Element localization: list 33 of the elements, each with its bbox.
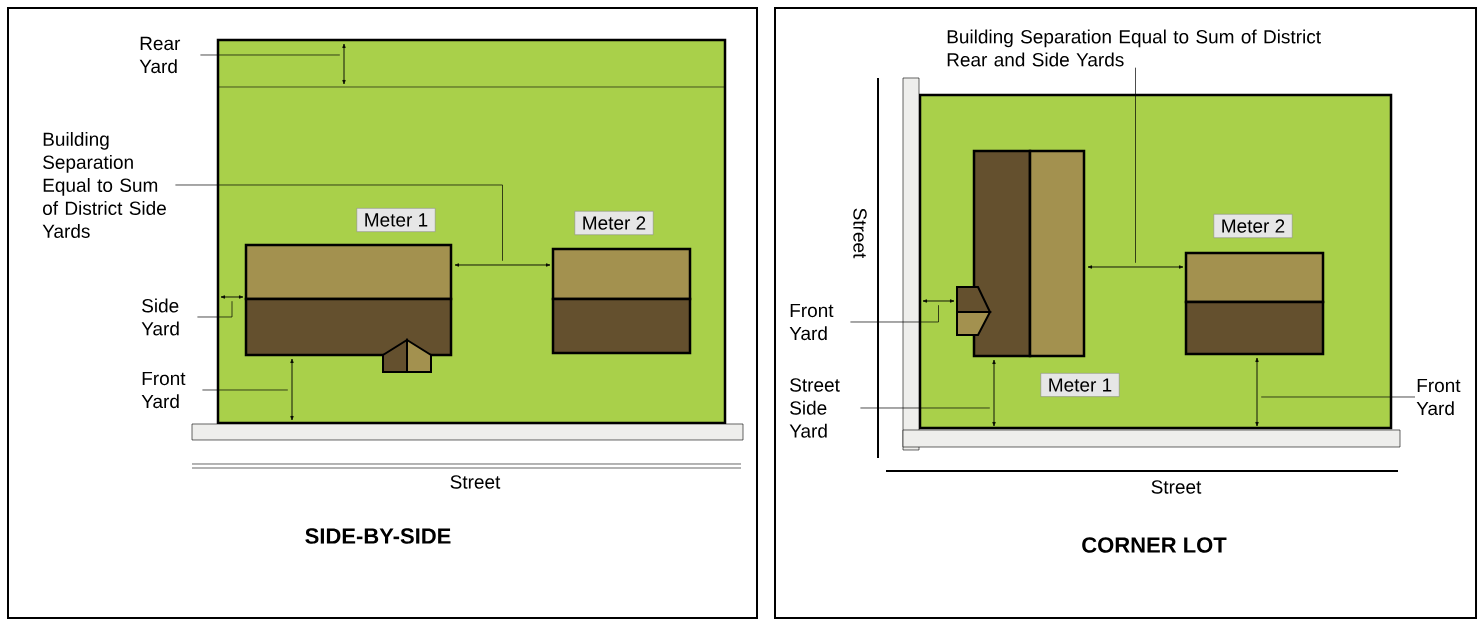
leader-line	[197, 300, 233, 318]
street-name: Street	[1151, 480, 1202, 494]
leader-line	[1260, 396, 1416, 398]
callout-text: Street Side Yard	[789, 378, 840, 438]
callout-text: Building Separation Equal to Sum of District Side Yards	[42, 132, 166, 238]
leader-line	[175, 184, 503, 262]
street-name: Street	[853, 208, 867, 259]
leader-line	[850, 304, 939, 323]
dimension-line	[342, 43, 346, 85]
callout-text: Front Yard	[789, 303, 834, 341]
callout-text: Rear Yard	[139, 36, 181, 74]
meter-label: Meter 1	[356, 208, 436, 232]
dimension-line	[992, 359, 996, 427]
dimension-line	[1255, 357, 1259, 427]
callout-text: Side Yard	[141, 298, 179, 336]
panel-title: SIDE-BY-SIDE	[305, 528, 451, 544]
leader-line	[860, 407, 991, 409]
leader-line	[200, 54, 341, 56]
callout-text: Front Yard	[141, 371, 186, 409]
dimension-line	[922, 299, 955, 303]
meter-label: Meter 1	[1040, 373, 1120, 397]
callout-text: Building Separation Equal to Sum of District Rear and Side Yards	[947, 29, 1321, 67]
leader-line	[202, 389, 289, 391]
meter-label: Meter 2	[1213, 214, 1293, 238]
panel-title: CORNER LOT	[1082, 537, 1227, 553]
leader-line	[1135, 67, 1136, 264]
dimension-line	[290, 358, 294, 421]
callout-text: Front Yard	[1416, 378, 1461, 416]
meter-label: Meter 2	[574, 211, 654, 235]
dimension-line	[1087, 265, 1184, 269]
street-name: Street	[450, 475, 501, 489]
dimension-line	[220, 295, 244, 299]
dimension-line	[454, 263, 551, 267]
